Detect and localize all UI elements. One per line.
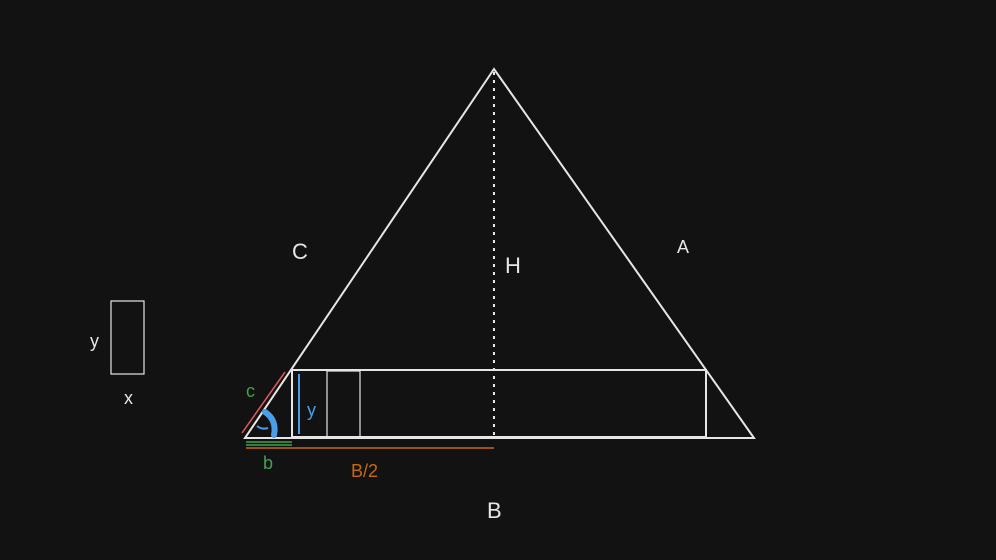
legend-rectangle [110, 300, 145, 375]
label-legend-y: y [90, 331, 99, 351]
label-small-b: b [263, 453, 274, 473]
label-half-base: B/2 [351, 461, 379, 481]
angle-mark [256, 425, 269, 430]
label-legend-x: x [124, 388, 133, 408]
label-side-c-upper: C [292, 239, 308, 264]
angle-arc [262, 409, 278, 438]
label-small-c: c [246, 381, 255, 401]
label-side-a: A [677, 237, 690, 257]
label-base: B [487, 498, 502, 523]
label-inner-y: y [307, 400, 316, 420]
label-height: H [505, 253, 521, 278]
inscribed-rectangle [291, 369, 707, 438]
c-marker-line [241, 371, 286, 434]
unit-column [326, 370, 361, 438]
